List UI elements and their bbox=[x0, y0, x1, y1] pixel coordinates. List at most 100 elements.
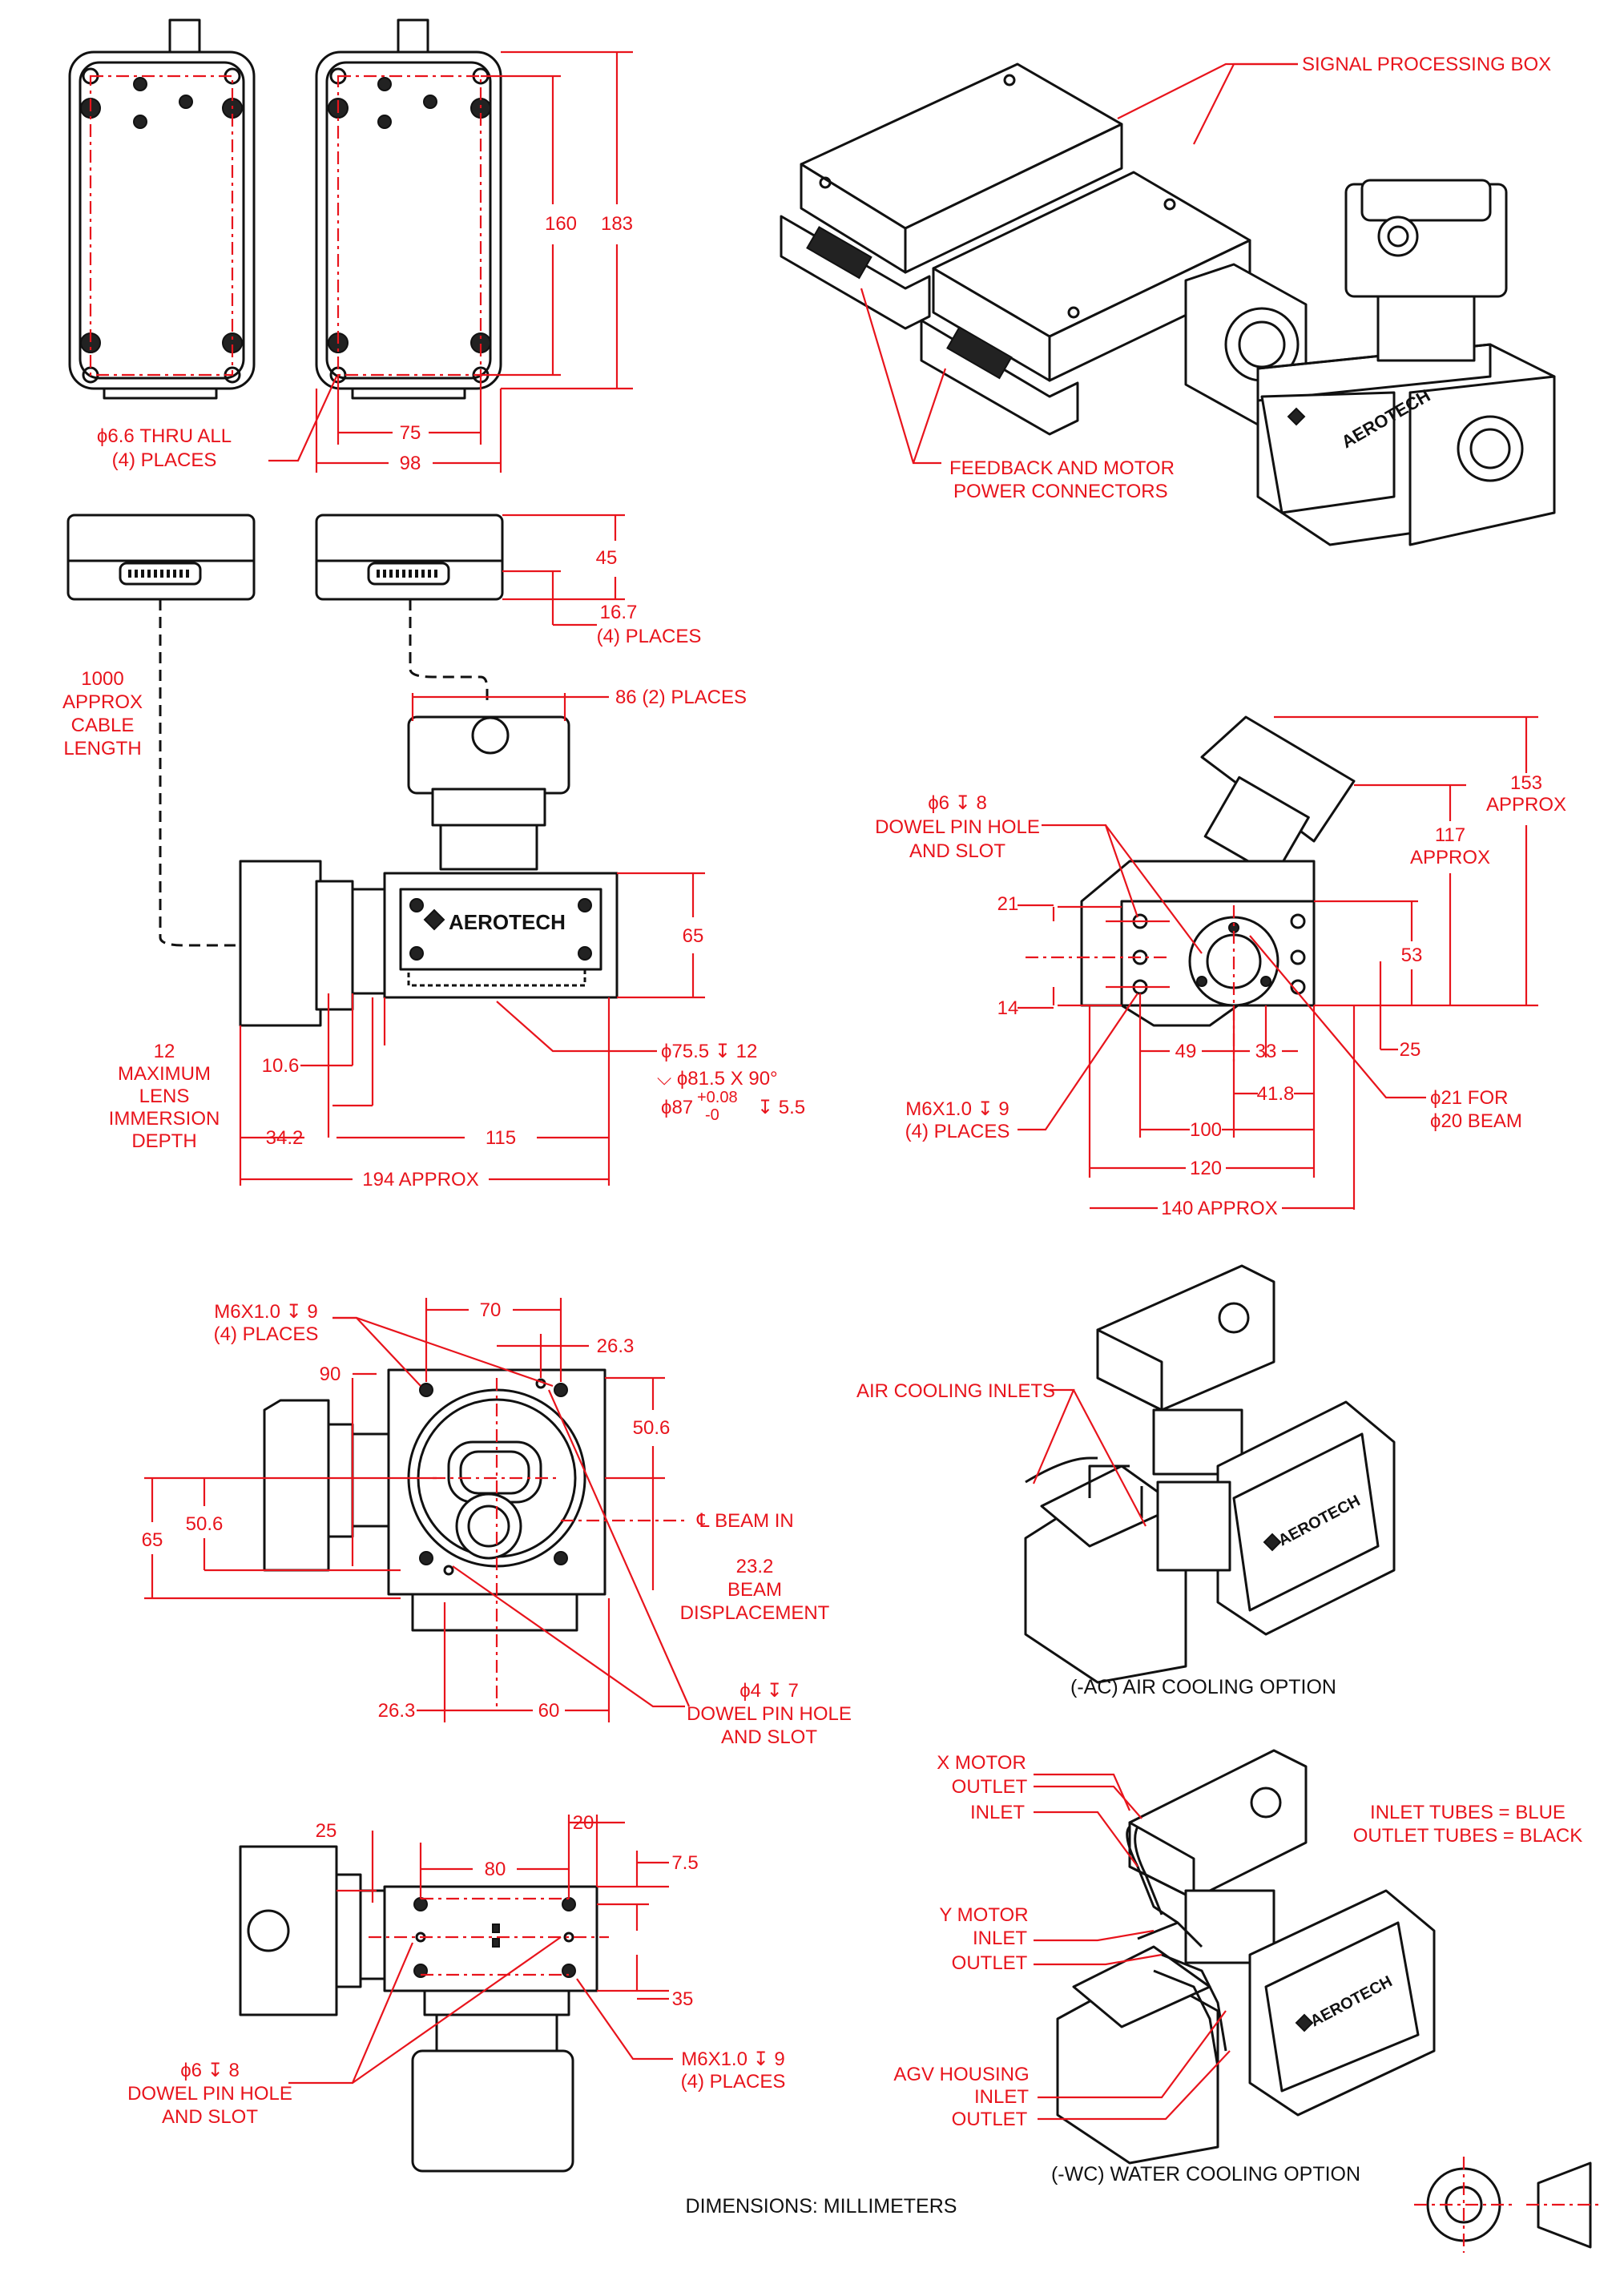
dim-65-side: 65 bbox=[683, 925, 704, 947]
front-dowel-2: DOWEL PIN HOLE bbox=[875, 816, 1040, 838]
iso-scanhead: AEROTECH bbox=[780, 62, 1556, 546]
side-view: AEROTECH bbox=[239, 715, 619, 1027]
water-cooling-iso: AEROTECH bbox=[1056, 1749, 1436, 2165]
bottom-dowel-3: AND SLOT bbox=[721, 1726, 817, 1748]
mount-tap-2: (4) PLACES bbox=[681, 2071, 786, 2093]
hole-note-line1: ϕ6.6 THRU ALL bbox=[97, 425, 232, 447]
dim-100: 100 bbox=[1190, 1119, 1222, 1141]
mount-dowel-2: DOWEL PIN HOLE bbox=[127, 2083, 292, 2105]
displacement-1: 23.2 bbox=[736, 1556, 774, 1577]
dim-140: 140 APPROX bbox=[1161, 1198, 1277, 1219]
dim-34-2: 34.2 bbox=[266, 1127, 304, 1149]
bore-note-tol-plus: +0.08 bbox=[697, 1089, 738, 1106]
dim-7-5: 7.5 bbox=[671, 1852, 698, 1874]
cable-note-1: 1000 bbox=[81, 668, 123, 690]
mount-dowel-3: AND SLOT bbox=[162, 2106, 258, 2128]
dim-153-approx: APPROX bbox=[1486, 794, 1566, 816]
beam-note-1: ϕ21 FOR bbox=[1430, 1087, 1508, 1109]
displacement-3: DISPLACEMENT bbox=[680, 1602, 830, 1624]
cable-note-3: CABLE bbox=[71, 715, 135, 736]
dim-194: 194 APPROX bbox=[362, 1169, 478, 1190]
dim-45: 45 bbox=[596, 547, 618, 569]
displacement-2: BEAM bbox=[727, 1579, 782, 1601]
air-caption: (-AC) AIR COOLING OPTION bbox=[1070, 1676, 1336, 1698]
dim-50-6-left: 50.6 bbox=[186, 1513, 224, 1535]
dim-183: 183 bbox=[601, 213, 633, 235]
agv-inlet: INLET bbox=[974, 2086, 1029, 2108]
connector-view-right bbox=[315, 514, 625, 705]
top-view-left bbox=[68, 18, 256, 400]
dim-16-7-note: (4) PLACES bbox=[597, 626, 702, 647]
dim-153: 153 bbox=[1510, 772, 1542, 794]
lens-note-5: DEPTH bbox=[131, 1130, 196, 1152]
mount-tap-1: M6X1.0 ↧ 9 bbox=[681, 2048, 785, 2070]
x-motor-inlet: INLET bbox=[970, 1802, 1025, 1823]
dim-26-3-bottom: 26.3 bbox=[378, 1700, 416, 1722]
dim-25-front: 25 bbox=[1400, 1039, 1421, 1061]
air-inlets-label: AIR COOLING INLETS bbox=[856, 1380, 1055, 1402]
dim-120: 120 bbox=[1190, 1158, 1222, 1179]
y-motor-inlet: INLET bbox=[973, 1928, 1027, 1949]
cable-note-4: LENGTH bbox=[63, 738, 141, 759]
dim-53: 53 bbox=[1401, 945, 1423, 966]
mount-dowel-1: ϕ6 ↧ 8 bbox=[180, 2060, 240, 2081]
dim-26-3-top: 26.3 bbox=[597, 1335, 635, 1357]
y-motor-label: Y MOTOR bbox=[939, 1904, 1028, 1926]
water-caption: (-WC) WATER COOLING OPTION bbox=[1051, 2163, 1360, 2185]
lens-note-4: IMMERSION bbox=[109, 1108, 220, 1130]
bottom-dowel-2: DOWEL PIN HOLE bbox=[687, 1703, 852, 1725]
dim-41-8: 41.8 bbox=[1257, 1083, 1295, 1105]
x-motor-outlet: OUTLET bbox=[952, 1776, 1028, 1798]
dim-98: 98 bbox=[400, 453, 421, 474]
tube-legend-1: INLET TUBES = BLUE bbox=[1370, 1802, 1566, 1823]
dim-50-6-right: 50.6 bbox=[633, 1417, 671, 1439]
hole-note-line2: (4) PLACES bbox=[112, 449, 217, 471]
lens-note-2: MAXIMUM bbox=[118, 1063, 211, 1085]
agv-label: AGV HOUSING bbox=[893, 2064, 1029, 2085]
callout-connectors-2: POWER CONNECTORS bbox=[953, 481, 1168, 502]
bore-note-depth: ↧ 5.5 bbox=[757, 1097, 805, 1118]
bottom-tap-2: (4) PLACES bbox=[214, 1323, 319, 1345]
dim-75: 75 bbox=[400, 422, 421, 444]
bore-note-3: ϕ87 bbox=[661, 1097, 693, 1118]
dim-10-6: 10.6 bbox=[262, 1055, 300, 1077]
x-motor-label: X MOTOR bbox=[937, 1752, 1026, 1774]
dim-35: 35 bbox=[672, 1988, 694, 2010]
front-dowel-3: AND SLOT bbox=[909, 840, 1005, 862]
dim-33: 33 bbox=[1255, 1041, 1277, 1062]
dimensions-footer: DIMENSIONS: MILLIMETERS bbox=[686, 2195, 957, 2218]
dim-115: 115 bbox=[486, 1127, 516, 1149]
dim-16-7: 16.7 bbox=[600, 602, 638, 623]
dim-70: 70 bbox=[480, 1299, 502, 1321]
connector-view-left bbox=[66, 514, 256, 947]
brand-label-side: AEROTECH bbox=[449, 910, 566, 934]
beam-note-2: ϕ20 BEAM bbox=[1430, 1110, 1522, 1132]
bore-note-tol-minus: -0 bbox=[705, 1106, 719, 1124]
air-cooling-iso: AEROTECH bbox=[1024, 1264, 1396, 1684]
dim-49: 49 bbox=[1175, 1041, 1197, 1062]
bottom-view bbox=[263, 1368, 606, 1632]
dim-117: 117 bbox=[1435, 824, 1465, 846]
callout-signal-box: SIGNAL PROCESSING BOX bbox=[1302, 54, 1551, 75]
dim-21: 21 bbox=[997, 893, 1019, 915]
dim-117-approx: APPROX bbox=[1410, 847, 1490, 868]
bottom-tap-1: M6X1.0 ↧ 9 bbox=[214, 1301, 318, 1323]
callout-connectors-1: FEEDBACK AND MOTOR bbox=[949, 457, 1175, 479]
third-angle-projection-icon bbox=[1414, 2157, 1598, 2253]
dim-20: 20 bbox=[573, 1812, 594, 1834]
front-dowel-1: ϕ6 ↧ 8 bbox=[928, 792, 987, 814]
bore-note-2: ⌵ ϕ81.5 X 90° bbox=[657, 1068, 778, 1090]
front-tap-1: M6X1.0 ↧ 9 bbox=[905, 1098, 1009, 1120]
dim-90: 90 bbox=[320, 1364, 341, 1385]
dim-86: 86 (2) PLACES bbox=[615, 687, 747, 708]
top-view-right bbox=[268, 18, 633, 473]
dim-160: 160 bbox=[545, 213, 577, 235]
bore-note-1: ϕ75.5 ↧ 12 bbox=[661, 1041, 757, 1062]
beam-in-label: ℄ BEAM IN bbox=[696, 1510, 794, 1532]
front-view bbox=[1080, 715, 1356, 1027]
agv-outlet: OUTLET bbox=[952, 2109, 1028, 2130]
lens-note-3: LENS bbox=[139, 1086, 190, 1107]
y-motor-outlet: OUTLET bbox=[952, 1952, 1028, 1974]
front-tap-2: (4) PLACES bbox=[905, 1121, 1010, 1142]
